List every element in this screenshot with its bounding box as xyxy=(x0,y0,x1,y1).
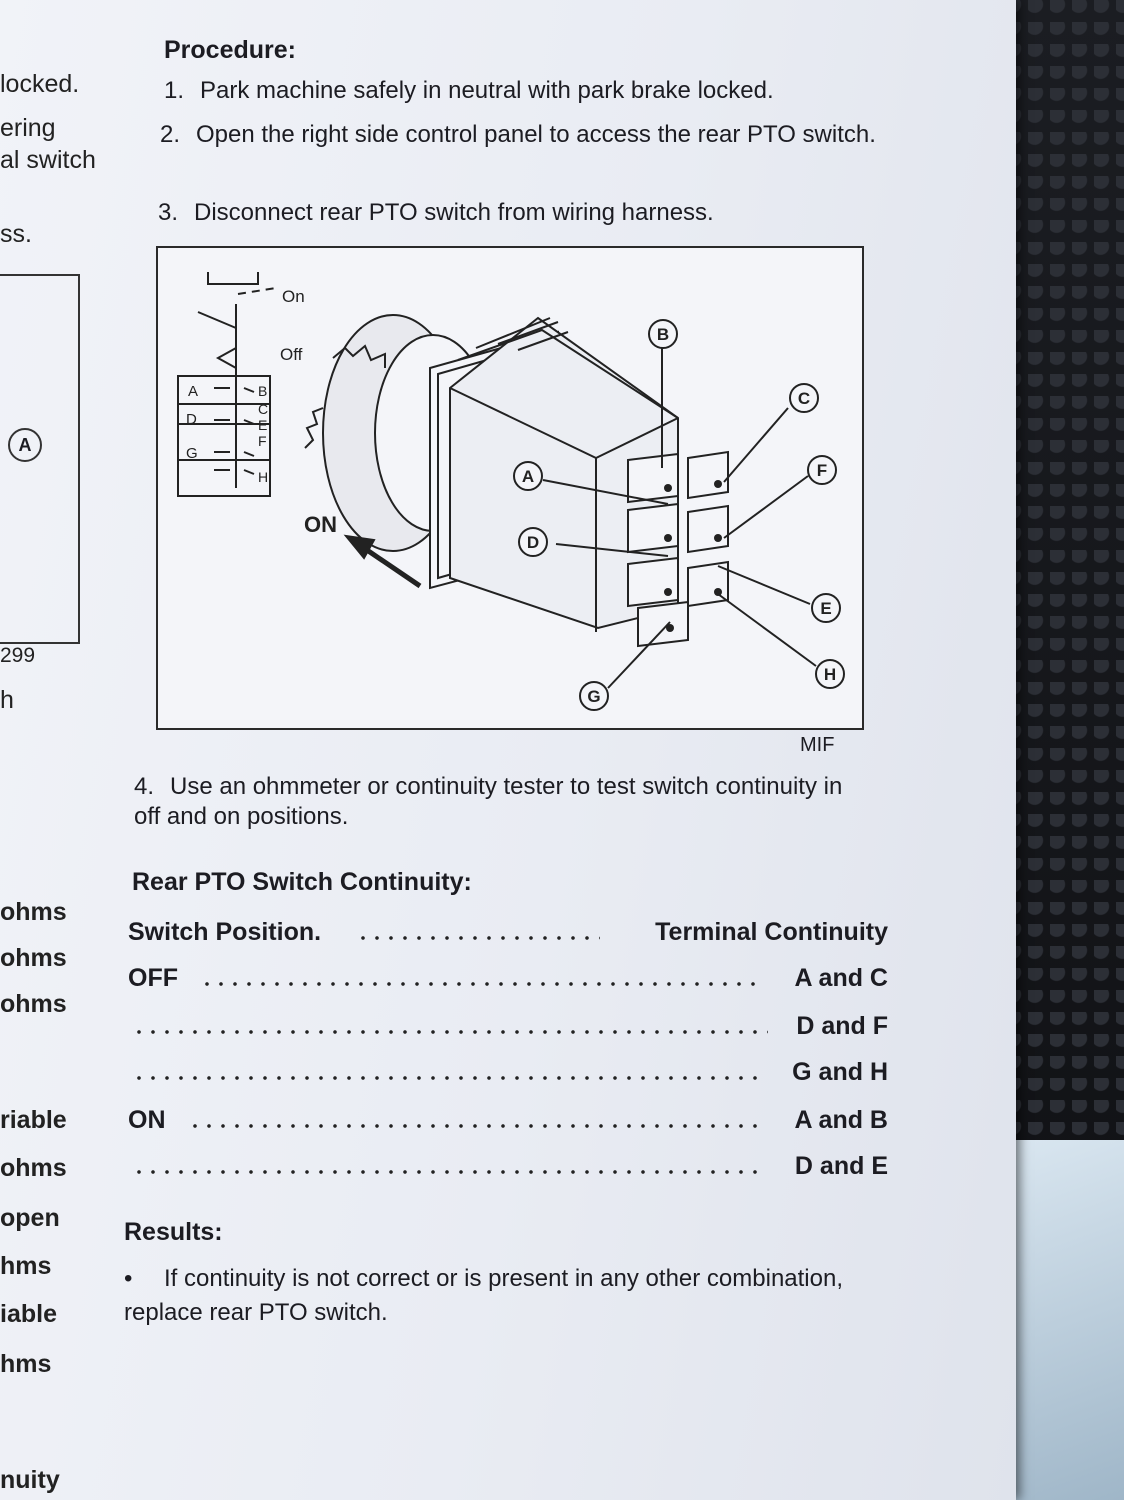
on-direction-label: ON xyxy=(304,512,337,537)
continuity-row: OFF A and C xyxy=(128,964,888,998)
step-1: 1. Park machine safely in neutral with pa… xyxy=(164,76,864,106)
results-title: Results: xyxy=(124,1218,223,1246)
schematic-on-label: On xyxy=(282,287,305,306)
left-line: 299 xyxy=(0,644,36,667)
continuity-row: D and E xyxy=(128,1152,888,1186)
step-text: Open the right side control panel to acc… xyxy=(196,121,876,148)
terminal-pair: A and C xyxy=(794,964,888,992)
switch-position: ON xyxy=(128,1106,166,1134)
callout-e: E xyxy=(820,599,831,618)
left-line: hms xyxy=(0,1252,52,1280)
left-line: ss. xyxy=(0,220,32,248)
continuity-row: ON A and B xyxy=(128,1106,888,1140)
left-line: locked. xyxy=(0,70,80,98)
step-2: 2. Open the right side control panel to a… xyxy=(160,120,880,150)
left-line: open xyxy=(0,1204,60,1232)
schematic-term-b: B xyxy=(258,383,267,399)
header-switch-position: Switch Position. xyxy=(128,918,322,946)
left-line: ohms xyxy=(0,944,67,972)
results-text: If continuity is not correct or is prese… xyxy=(124,1265,843,1326)
left-line: nuity xyxy=(0,1466,60,1494)
results-bullet: •If continuity is not correct or is pres… xyxy=(124,1262,844,1330)
callout-c: C xyxy=(798,389,810,408)
step-text: Disconnect rear PTO switch from wiring h… xyxy=(194,199,714,226)
step-text: Use an ohmmeter or continuity tester to … xyxy=(134,773,843,830)
header-terminal-continuity: Terminal Continuity xyxy=(655,918,888,946)
schematic-off-label: Off xyxy=(280,345,303,364)
left-line: riable xyxy=(0,1106,67,1134)
callout-a: A xyxy=(522,467,534,486)
leader-dots xyxy=(132,1076,760,1080)
switch-diagram: B C F A D E H G On Off A D G B C xyxy=(156,246,864,730)
leader-dots xyxy=(132,1170,760,1174)
callout-d: D xyxy=(527,533,539,552)
schematic-term-g: G xyxy=(186,445,198,462)
terminal-pair: A and B xyxy=(794,1106,888,1134)
left-line: ohms xyxy=(0,898,67,926)
left-line: ohms xyxy=(0,1154,67,1182)
left-callout: A xyxy=(8,428,42,462)
schematic-term-d: D xyxy=(186,411,197,428)
step-number: 3. xyxy=(158,199,179,226)
callout-h: H xyxy=(824,665,836,684)
left-figure-box xyxy=(0,274,80,644)
continuity-row: D and F xyxy=(128,1012,888,1046)
continuity-title: Rear PTO Switch Continuity: xyxy=(132,868,472,896)
manual-page: locked. ering al switch ss. A 299 h ohms… xyxy=(0,0,1016,1500)
left-line: al switch xyxy=(0,146,96,174)
terminal-pair: G and H xyxy=(792,1058,888,1086)
bullet-symbol: • xyxy=(124,1265,133,1292)
leader-dots xyxy=(356,936,600,940)
callout-g: G xyxy=(587,687,600,706)
figure-code: MIF xyxy=(800,734,835,756)
callout-f: F xyxy=(817,461,827,480)
procedure-title: Procedure: xyxy=(164,36,296,64)
step-number: 2. xyxy=(160,121,181,148)
terminal-pair: D and E xyxy=(794,1152,888,1180)
step-3: 3. Disconnect rear PTO switch from wiring… xyxy=(158,198,878,228)
schematic-term-f: F xyxy=(258,433,267,449)
left-line: ering xyxy=(0,114,56,142)
step-number: 1. xyxy=(164,77,185,104)
leader-dots xyxy=(132,1030,768,1034)
left-column: locked. ering al switch ss. A 299 h ohms… xyxy=(0,0,100,1500)
continuity-row: G and H xyxy=(128,1058,888,1092)
step-number: 4. xyxy=(134,773,155,800)
callout-b: B xyxy=(657,325,669,344)
schematic-term-h: H xyxy=(258,469,268,485)
leader-dots xyxy=(188,1124,760,1128)
left-line: ohms xyxy=(0,990,67,1018)
step-text: Park machine safely in neutral with park… xyxy=(200,77,774,104)
schematic-term-a: A xyxy=(188,383,198,400)
switch-position: OFF xyxy=(128,964,178,992)
terminal-pair: D and F xyxy=(796,1012,888,1040)
step-4: 4.Use an ohmmeter or continuity tester t… xyxy=(134,772,854,832)
schematic-term-c: C xyxy=(258,401,268,417)
continuity-header: Switch Position. Terminal Continuity xyxy=(128,918,888,952)
left-line: hms xyxy=(0,1350,52,1378)
schematic-term-e: E xyxy=(258,417,267,433)
procedure-section: Procedure: 1. Park machine safely in neut… xyxy=(120,0,900,1500)
left-line: h xyxy=(0,686,14,714)
leader-dots xyxy=(200,982,760,986)
left-line: iable xyxy=(0,1300,57,1328)
switch-illustration: B C F A D E H G On Off A D G B C xyxy=(177,272,845,711)
background-card xyxy=(1011,1140,1124,1500)
